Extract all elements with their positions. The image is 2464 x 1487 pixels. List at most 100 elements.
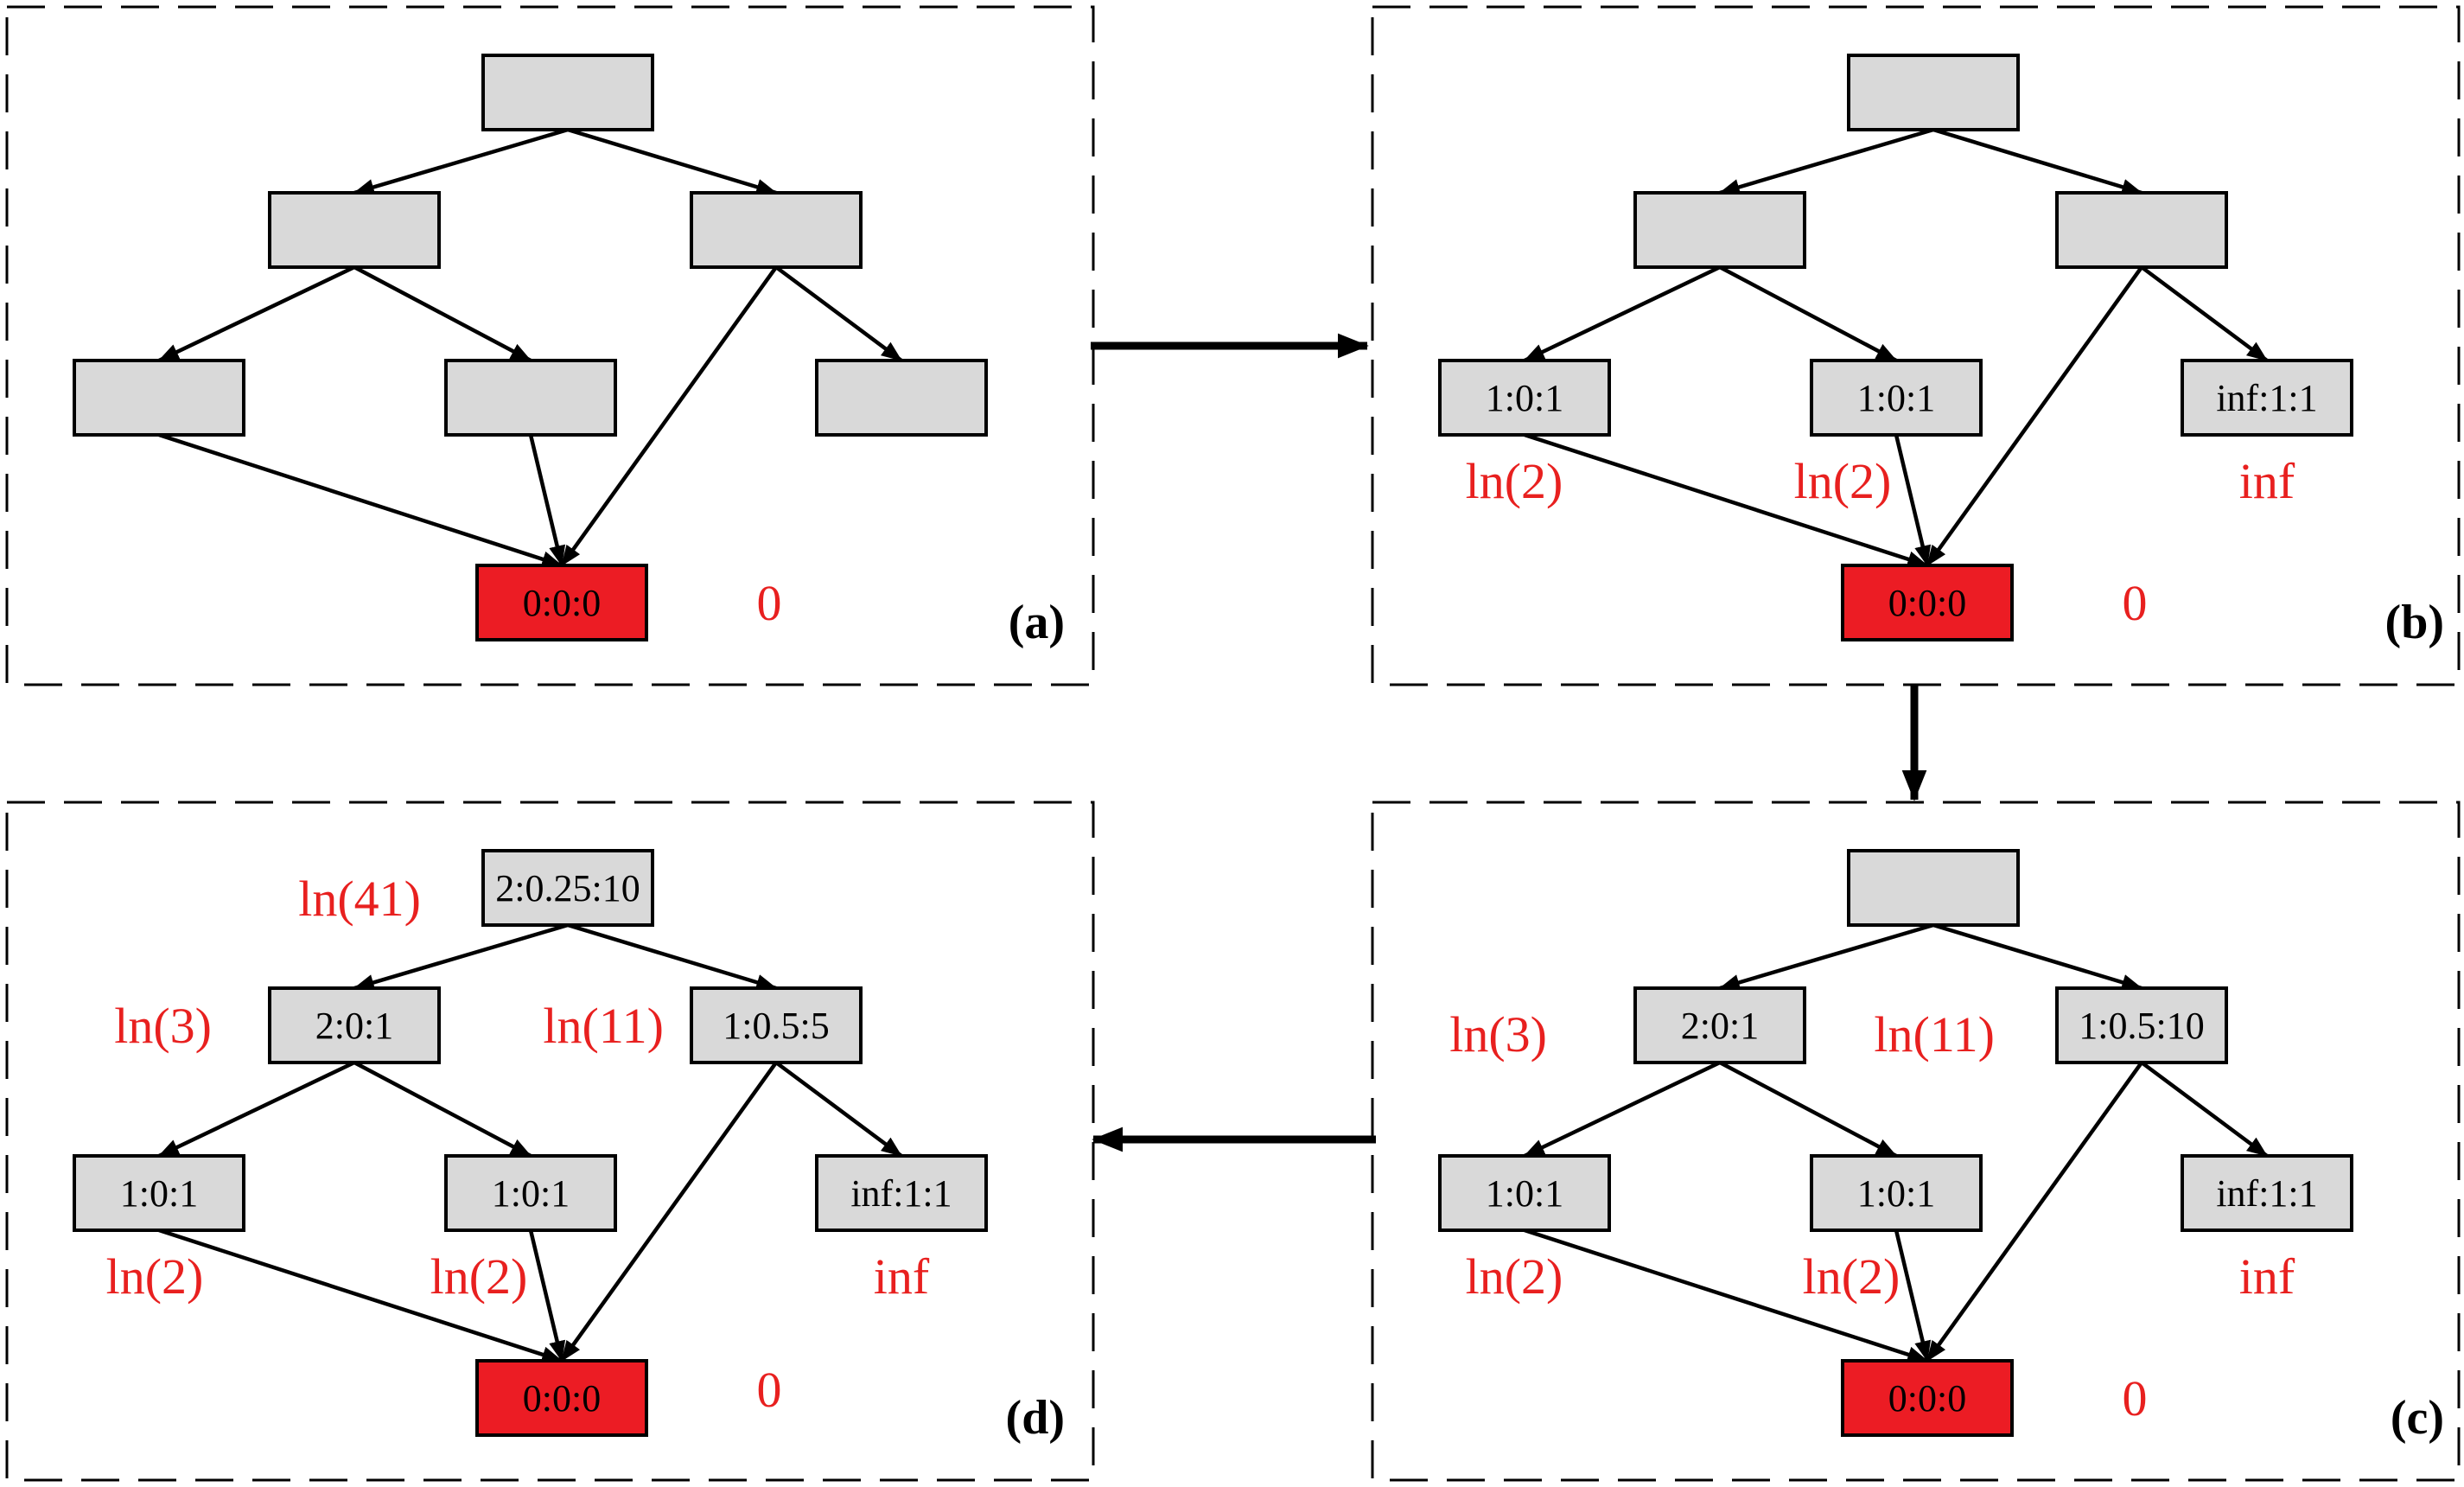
edge-arrow xyxy=(158,432,563,568)
edge-arrow xyxy=(158,1228,563,1363)
node-score: 0 xyxy=(757,575,782,631)
edge-arrow xyxy=(1894,1229,1932,1363)
tree-node xyxy=(690,986,863,1064)
node-score: 0 xyxy=(757,1362,782,1418)
node-score: ln(2) xyxy=(1794,453,1892,509)
sink-node xyxy=(1841,564,2014,641)
tree-node xyxy=(1847,54,2020,131)
edge-arrow xyxy=(1524,432,1929,568)
tree-node xyxy=(73,359,245,437)
node-score: 0 xyxy=(2123,1370,2148,1426)
edge-arrow xyxy=(1932,127,2143,195)
tree-node xyxy=(481,849,654,927)
panel-frame xyxy=(1371,801,2461,1482)
panel-label: (a) xyxy=(1009,596,1065,649)
tree-node xyxy=(1810,359,1983,437)
tree-node xyxy=(268,986,441,1064)
node-label: 1:0.5:5 xyxy=(723,1005,829,1047)
node-label: 2:0:1 xyxy=(1681,1005,1759,1047)
edge-arrow xyxy=(353,265,532,362)
node-score: inf xyxy=(2239,453,2295,509)
edge-arrow xyxy=(1718,127,1934,195)
node-score: ln(11) xyxy=(543,998,664,1054)
sink-node xyxy=(1841,1359,2014,1437)
tree-node xyxy=(1633,986,1806,1064)
edge-arrow xyxy=(567,127,778,195)
sink-node xyxy=(475,1359,648,1437)
sink-node xyxy=(475,564,648,641)
edge-arrow xyxy=(1718,1061,1898,1158)
edge-arrow xyxy=(353,922,569,991)
tree-node xyxy=(1438,1154,1611,1232)
panel-frame xyxy=(1371,5,2461,686)
edge-arrow xyxy=(1718,265,1898,362)
node-label: 2:0.25:10 xyxy=(495,867,640,909)
tree-node xyxy=(481,54,654,131)
edge-arrow xyxy=(560,265,778,567)
tree-node xyxy=(1810,1154,1983,1232)
edge-arrow xyxy=(157,1060,355,1158)
edge-arrow xyxy=(353,1061,532,1158)
node-score: inf xyxy=(2239,1248,2295,1305)
tree-node xyxy=(1438,359,1611,437)
node-score: ln(3) xyxy=(1449,1006,1547,1063)
node-score: inf xyxy=(874,1248,930,1305)
edge-arrow xyxy=(353,127,569,195)
tree-node xyxy=(1633,191,1806,269)
node-score: ln(2) xyxy=(1466,453,1563,509)
tree-node xyxy=(815,1154,988,1232)
panel-label: (d) xyxy=(1006,1391,1065,1445)
panel-frame xyxy=(5,801,1095,1482)
edge-arrow xyxy=(1523,1060,1721,1158)
node-label: 2:0:1 xyxy=(315,1005,393,1047)
edge-arrow xyxy=(560,1061,778,1363)
edge-arrow xyxy=(2140,1061,2269,1158)
node-label: inf:1:1 xyxy=(2216,1172,2317,1215)
tree-node xyxy=(73,1154,245,1232)
tree-node xyxy=(2181,1154,2353,1232)
edge-arrow xyxy=(1718,922,1934,991)
panel-label: (c) xyxy=(2391,1391,2444,1445)
panel-frame xyxy=(5,5,1095,686)
panel-label: (b) xyxy=(2385,596,2444,649)
edge-arrow xyxy=(1894,434,1932,567)
tree-node xyxy=(690,191,863,269)
panel-c: 2:0:1ln(3)1:0.5:10ln(11)1:0:1ln(2)1:0:1l… xyxy=(1371,801,2461,1482)
edge-arrow xyxy=(1926,1061,2143,1363)
node-label: 1:0:1 xyxy=(492,1172,570,1215)
node-label: 1:0:1 xyxy=(1486,377,1563,419)
node-label: 1:0:1 xyxy=(1486,1172,1563,1215)
edge-arrow xyxy=(774,265,903,362)
edge-arrow xyxy=(1926,265,2143,567)
node-label: inf:1:1 xyxy=(2216,377,2317,419)
node-score: ln(2) xyxy=(106,1248,204,1305)
node-score: 0 xyxy=(2123,575,2148,631)
node-score: ln(2) xyxy=(1466,1248,1563,1305)
tree-node xyxy=(268,191,441,269)
node-score: ln(41) xyxy=(298,871,421,927)
edge-arrow xyxy=(528,1229,566,1363)
node-label: 1:0:1 xyxy=(120,1172,198,1215)
tree-node xyxy=(2181,359,2353,437)
edge-arrow xyxy=(528,434,566,567)
node-label: 1:0.5:10 xyxy=(2079,1005,2204,1047)
tree-node xyxy=(2055,191,2228,269)
node-label: 0:0:0 xyxy=(523,582,601,624)
edge-arrow xyxy=(1524,1228,1929,1363)
panels-layer: 0:0:0 0 (a) 1:0:1 ln(2) 1:0:1 ln(2) inf:1:1 inf 0… xyxy=(5,5,2461,1482)
edge-arrow xyxy=(1932,922,2143,991)
node-score: ln(3) xyxy=(114,998,212,1054)
tree-node xyxy=(2055,986,2228,1064)
panel-d: 2:0.25:10 ln(41) 2:0:1 ln(3) 1:0.5:5 ln(11) 1:… xyxy=(5,801,1095,1482)
edge-arrow xyxy=(157,265,355,363)
tree-node xyxy=(1847,849,2020,927)
panel-a: 0:0:0 0 (a) xyxy=(5,5,1095,686)
node-score: ln(2) xyxy=(430,1248,528,1305)
tree-node xyxy=(815,359,988,437)
edge-arrow xyxy=(1523,265,1721,363)
node-label: 0:0:0 xyxy=(523,1377,601,1420)
node-label: 1:0:1 xyxy=(1857,1172,1935,1215)
node-label: 0:0:0 xyxy=(1888,1377,1966,1420)
